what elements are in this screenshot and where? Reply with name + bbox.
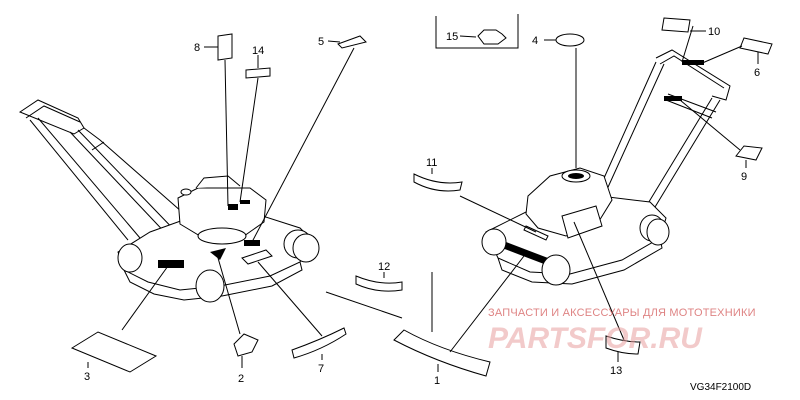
leader-lines: [87, 25, 759, 372]
part-2-decal: [233, 333, 259, 357]
callout-12: 12: [378, 261, 390, 273]
part-11-strip: [413, 173, 463, 192]
callout-8: 8: [194, 42, 200, 54]
left-decal-5-mark: [244, 240, 260, 246]
right-control-bar-2: [665, 99, 713, 119]
part-15-seal: [477, 29, 507, 45]
right-handle-grip-inner: [659, 55, 725, 89]
left-fuel-cap: [180, 188, 192, 196]
left-decal-2-mark: [210, 248, 226, 260]
right-engine-box: [561, 205, 603, 239]
right-handle-bar-3: [643, 97, 713, 211]
callout-15: 15: [446, 31, 458, 43]
part-15-frame: [435, 14, 519, 49]
part-1-strip: [393, 329, 491, 377]
left-decal-3-mark: [158, 260, 184, 268]
left-control-bar: [83, 127, 183, 213]
part-8-decal: [217, 33, 233, 61]
left-rear-wheel: [195, 269, 225, 303]
right-decal-10-mark: [682, 60, 704, 65]
left-handle-grip: [18, 99, 85, 135]
callout-6: 6: [754, 67, 760, 79]
left-rear-wheel-back: [117, 243, 143, 273]
part-4-ring: [555, 33, 585, 47]
part-14-decal: [245, 67, 271, 79]
callout-3: 3: [84, 371, 90, 383]
right-decal-1-mark: [502, 242, 548, 264]
right-rear-wheel: [541, 254, 571, 286]
callouts: 1 2 3 4 5 6 7 8 9 10 11 12 13 14 15: [84, 26, 760, 387]
watermark-brand: PARTSFOR.RU: [488, 322, 703, 355]
part-3-sheet: [70, 331, 158, 373]
right-handle-bar-2: [603, 63, 665, 197]
right-front-wheel: [646, 218, 670, 246]
left-engine-base: [197, 227, 247, 245]
left-handle-brace: [91, 141, 105, 151]
left-decal-8-mark: [228, 204, 238, 210]
callout-11: 11: [426, 157, 437, 169]
right-handle-grip: [655, 49, 731, 101]
part-13-strip: [605, 335, 641, 355]
left-decal-14-mark: [240, 200, 250, 204]
right-mower: [481, 49, 731, 286]
right-decal-9-mark: [664, 96, 682, 101]
watermark-subtitle: ЗАПЧАСТИ И АКСЕССУАРЫ ДЛЯ МОТОТЕХНИКИ: [488, 307, 756, 319]
part-9-decal: [735, 145, 763, 161]
left-engine-top: [195, 175, 241, 189]
callout-4: 4: [532, 35, 538, 47]
left-handle-bar-2: [37, 117, 141, 239]
part-6-decal: [739, 37, 773, 55]
callout-10: 10: [708, 26, 720, 38]
callout-1: 1: [434, 375, 440, 387]
part-7-strip: [291, 327, 347, 359]
callout-5: 5: [318, 36, 324, 48]
left-handle-grip-inner: [25, 105, 81, 123]
callout-14: 14: [252, 45, 264, 57]
left-front-wheel: [292, 233, 320, 263]
left-handle-bar-3: [69, 131, 173, 241]
loose-parts: [70, 14, 773, 377]
callout-7: 7: [318, 363, 324, 375]
left-decal-7-mark: [241, 249, 273, 265]
diagram-code: VG34F2100D: [690, 382, 751, 393]
callout-2: 2: [238, 373, 244, 385]
callout-9: 9: [741, 171, 747, 183]
callout-13: 13: [610, 365, 622, 377]
left-mower: [18, 99, 320, 303]
right-handle-bar-1: [595, 61, 657, 197]
right-engine-cap-center: [568, 173, 584, 179]
left-handle-bar-1: [29, 119, 129, 241]
part-12-strip: [355, 275, 403, 292]
part-5-decal: [337, 35, 367, 49]
part-10-decal: [661, 17, 691, 33]
right-handle-bar-4: [651, 99, 721, 213]
right-deck-skirt: [497, 237, 663, 285]
right-rear-wheel-back: [481, 228, 507, 256]
